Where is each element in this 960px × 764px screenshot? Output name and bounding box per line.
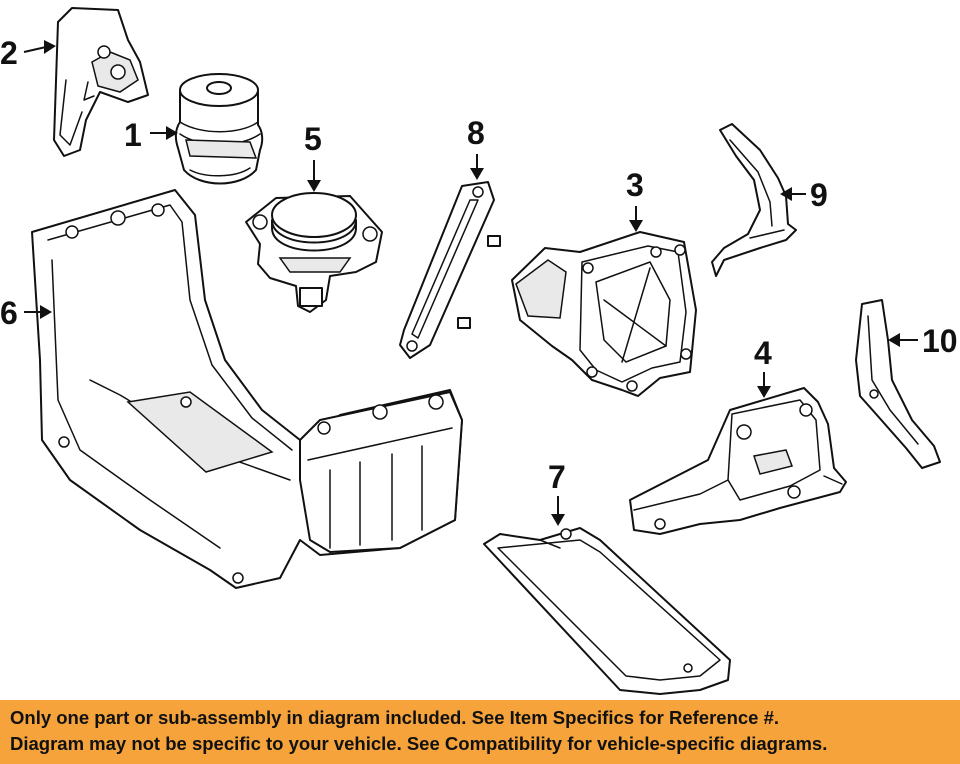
part-3-bracket <box>511 231 697 397</box>
callout-8: 8 <box>467 115 485 151</box>
disclaimer-banner: Only one part or sub-assembly in diagram… <box>0 700 960 764</box>
part-2-bracket <box>53 7 149 157</box>
callout-6: 6 <box>0 295 18 331</box>
callout-7: 7 <box>548 459 566 495</box>
part-1-engine-mount <box>174 73 264 185</box>
part-9-bracket <box>711 123 797 277</box>
callout-1: 1 <box>124 117 142 153</box>
part-7-plate <box>483 527 731 695</box>
callout-9: 9 <box>810 177 828 213</box>
callout-2: 2 <box>0 35 18 71</box>
callout-10: 10 <box>922 323 958 359</box>
callout-4: 4 <box>754 335 772 371</box>
callout-leaders <box>23 40 918 526</box>
part-6-lower-bracket <box>31 189 463 589</box>
part-5-engine-mount <box>245 192 383 313</box>
part-4-bracket <box>629 387 847 535</box>
disclaimer-line-2: Diagram may not be specific to your vehi… <box>10 733 828 754</box>
disclaimer-line-1: Only one part or sub-assembly in diagram… <box>10 707 780 728</box>
part-8-bar <box>399 181 501 359</box>
parts-diagram: 2 1 5 8 3 9 6 10 4 7 <box>0 7 958 695</box>
callout-5: 5 <box>304 121 322 157</box>
callout-3: 3 <box>626 167 644 203</box>
